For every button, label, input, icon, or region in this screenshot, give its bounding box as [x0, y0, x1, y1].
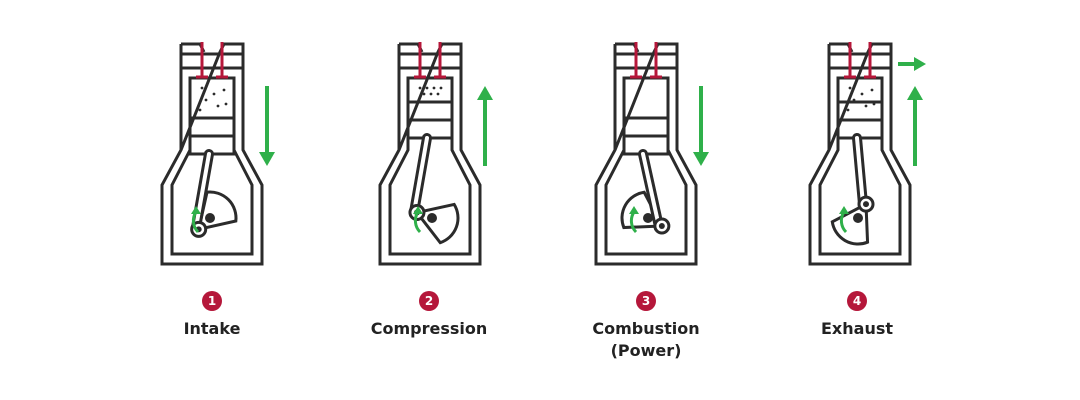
arrow-down-icon [693, 152, 709, 166]
arrow-up-icon [477, 86, 493, 100]
fuel-particle [439, 86, 443, 90]
stage-2-label: Compression [370, 319, 488, 338]
stage-3-sublabel: (Power) [610, 341, 682, 360]
fuel-particle [198, 108, 202, 112]
arrow-down-icon [259, 152, 275, 166]
crankshaft-center [205, 213, 215, 223]
fuel-particle [216, 104, 220, 108]
crankshaft-center [643, 213, 653, 223]
stage-3-label: Combustion [592, 319, 700, 338]
fuel-particle [436, 92, 440, 96]
cylinder-inner [170, 76, 254, 256]
fuel-particle [864, 104, 868, 108]
crankshaft-center [853, 213, 863, 223]
crank-counterweight [414, 202, 460, 245]
fuel-particle [200, 86, 204, 90]
fuel-particle [212, 92, 216, 96]
engine-stage-1 [160, 42, 275, 266]
connecting-rod-inner [411, 136, 429, 215]
fuel-particle [224, 102, 228, 106]
cylinder-inner [604, 76, 688, 256]
fuel-particle [425, 86, 429, 90]
arrow-up-icon [907, 86, 923, 100]
fuel-particle [204, 98, 208, 102]
connecting-rod-inner [855, 136, 865, 207]
rotation-arrowhead-icon [191, 206, 201, 214]
stage-4-badge: 4 [847, 291, 867, 311]
crank-pin-dot [658, 223, 665, 229]
rotation-arrowhead-icon [413, 206, 423, 214]
crankshaft-center [427, 213, 437, 223]
fuel-particle [418, 86, 422, 90]
fuel-particle [222, 88, 226, 92]
engine-stage-3 [594, 42, 709, 266]
fuel-particle [848, 86, 852, 90]
fuel-particle [852, 98, 856, 102]
stage-2-badge: 2 [419, 291, 439, 311]
engine-stage-2 [378, 42, 493, 266]
fuel-particle [872, 102, 876, 106]
stage-3-badge: 3 [636, 291, 656, 311]
connecting-rod-inner [193, 152, 211, 232]
crank-pin-dot [863, 201, 869, 208]
engine-stage-4 [808, 42, 926, 266]
fuel-particle [870, 88, 874, 92]
exhaust-arrowhead-icon [914, 57, 926, 71]
fuel-particle [860, 92, 864, 96]
fuel-particle [422, 92, 426, 96]
fuel-particle [432, 86, 436, 90]
fuel-particle [846, 108, 850, 112]
stage-1-label: Intake [183, 319, 241, 338]
stage-4-label: Exhaust [821, 319, 893, 338]
fuel-particle [429, 92, 433, 96]
rotation-arrowhead-icon [629, 206, 639, 214]
connecting-rod-inner [641, 152, 661, 228]
rotation-arrowhead-icon [839, 206, 849, 214]
stage-1-badge: 1 [202, 291, 222, 311]
